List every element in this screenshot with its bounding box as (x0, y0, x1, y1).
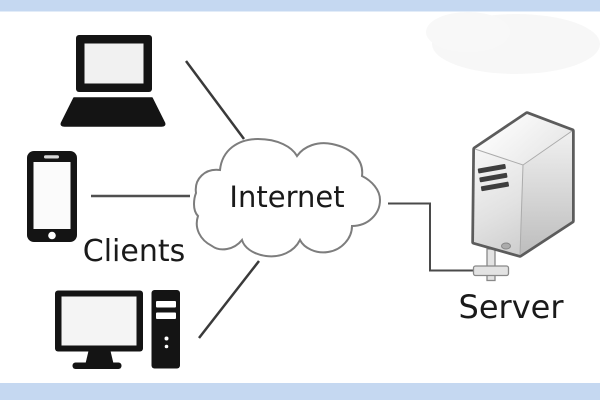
phone-home-button (48, 231, 56, 240)
pc-tower-button-2 (164, 344, 169, 349)
phone-speaker (44, 155, 59, 159)
server-network-connector (472, 248, 510, 282)
top-banner (0, 0, 600, 12)
server-face-edge-front (519, 164, 524, 256)
laptop-screen (84, 43, 144, 84)
monitor-stand-base (72, 362, 122, 369)
phone-screen (33, 162, 71, 229)
server-tower-icon (471, 111, 575, 282)
desktop-computer-icon (55, 290, 180, 369)
bottom-banner (0, 383, 600, 400)
cloud-to-server-wire (388, 202, 475, 272)
server-front-face (474, 149, 523, 255)
pc-tower-slot-2 (156, 312, 176, 319)
pc-tower-button-1 (164, 336, 169, 341)
server-top-face (475, 114, 572, 165)
server-vents (477, 163, 510, 192)
monitor-screen (61, 296, 137, 346)
internet-cloud (193, 137, 382, 258)
server-label: Server (459, 288, 565, 326)
server-power-button (501, 242, 511, 250)
smartphone-icon (27, 151, 77, 242)
monitor-stand-neck (85, 351, 114, 364)
laptop-keyboard-base (60, 97, 166, 127)
faint-watermark-blob (426, 12, 600, 74)
pc-tower-slot-1 (156, 301, 176, 308)
laptop-to-cloud-line (184, 60, 246, 140)
desktop-to-cloud-line (198, 260, 260, 339)
clients-label: Clients (83, 234, 185, 269)
internet-label: Internet (229, 180, 344, 214)
server-side-face (520, 131, 572, 255)
client-connection-lines (91, 60, 260, 339)
pc-tower (151, 290, 180, 369)
laptop-icon (60, 35, 166, 127)
